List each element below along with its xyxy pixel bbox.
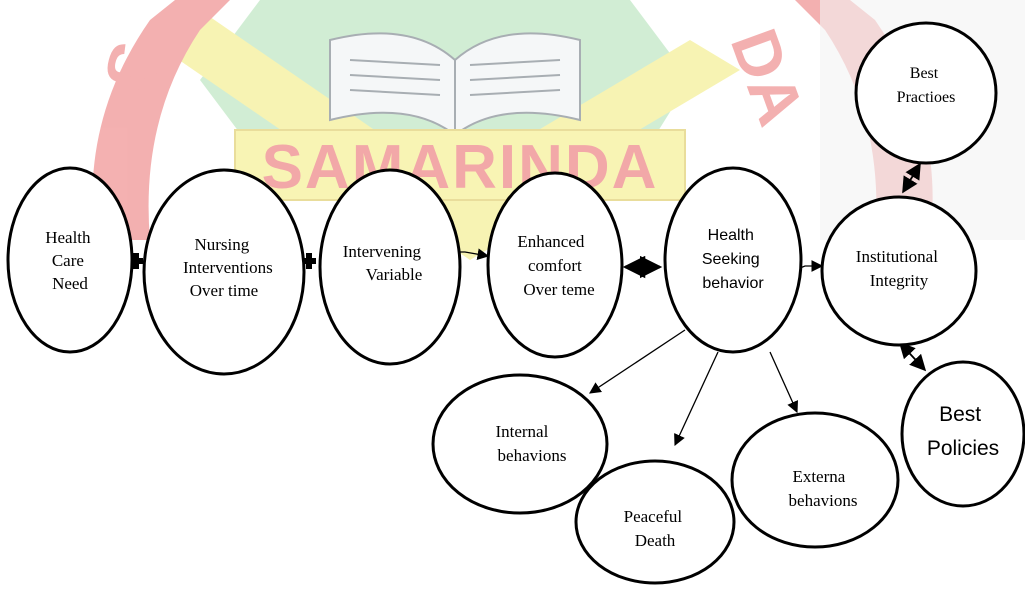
svg-text:Health Seeking beh: Health Seeking behavior	[702, 227, 765, 292]
node-label: Integrity	[870, 271, 929, 290]
svg-text:Nursing Interventions: Nursing Interventions Over time	[183, 235, 277, 300]
node-label: Policies	[927, 437, 999, 460]
arrow-health-to-peaceful	[674, 351, 719, 447]
node-institutional-integrity: Institutional Integrity	[820, 195, 978, 347]
node-label: behavions	[498, 446, 567, 465]
svg-text:Health Care Need: Health Care Need	[45, 228, 95, 293]
node-label: Health	[45, 228, 91, 247]
node-peaceful-death: Peaceful Death	[574, 459, 736, 585]
node-label: Peaceful	[624, 507, 683, 526]
node-label: Best	[939, 403, 981, 426]
node-label: Enhanced	[517, 232, 585, 251]
svg-text:Peaceful Death: Peaceful Death	[624, 507, 687, 550]
connectors	[129, 162, 927, 447]
node-label: Best	[910, 65, 939, 82]
plus-connector-2	[302, 253, 316, 269]
node-label: Need	[52, 274, 88, 293]
svg-text:Best Policies: Best Policies	[927, 403, 999, 460]
watermark-right-letters: DA	[717, 19, 819, 134]
arrow-institutional-best-practices	[902, 162, 921, 194]
node-label: Over teme	[523, 280, 594, 299]
node-label: Intervening	[343, 242, 422, 261]
node-label: Health	[708, 227, 754, 244]
node-label: Internal	[495, 422, 548, 441]
node-label: Variable	[366, 265, 423, 284]
watermark-samarinda: SAMARINDA	[262, 133, 659, 202]
arrow-institutional-best-policies	[898, 341, 927, 372]
node-label: Practioes	[897, 89, 956, 106]
node-nursing-interventions: Nursing Interventions Over time	[142, 168, 306, 376]
node-enhanced-comfort: Enhanced comfort Over teme	[486, 171, 624, 359]
svg-text:Enhanced comfort O: Enhanced comfort Over teme	[517, 232, 594, 299]
node-health-seeking-behavior: Health Seeking behavior	[663, 166, 803, 354]
node-best-practices: Best Practioes	[854, 21, 998, 165]
open-book-icon	[329, 32, 581, 137]
node-label: Institutional	[856, 247, 938, 266]
node-label: Over time	[190, 281, 258, 300]
arrow-health-to-external	[769, 351, 799, 414]
svg-text:Intervening Variable: Intervening Variable	[343, 242, 426, 284]
node-external-behaviors: Externa behavions	[730, 411, 900, 549]
node-label: Death	[635, 531, 676, 550]
node-label: Seeking	[702, 251, 760, 268]
node-label: Nursing	[194, 235, 249, 254]
svg-text:Institutional Integrity: Institutional Integrity	[856, 247, 942, 290]
node-intervening-variable: Intervening Variable	[318, 168, 462, 366]
node-label: Externa	[792, 467, 845, 486]
node-health-care-need: Health Care Need	[6, 166, 134, 354]
arrow-health-to-internal	[589, 329, 686, 394]
node-internal-behaviors: Internal behavions	[431, 373, 609, 515]
node-label: behavions	[789, 491, 858, 510]
plus-connector-1	[129, 253, 143, 269]
node-label: comfort	[528, 256, 582, 275]
svg-text:Internal behavions: Internal behavions	[495, 422, 566, 465]
node-label: Interventions	[183, 258, 273, 277]
arrow-intervening-to-enhanced	[460, 248, 490, 260]
svg-text:Externa behavions: Externa behavions	[789, 467, 858, 510]
svg-text:Best Practioes: Best Practioes	[897, 65, 956, 106]
node-label: behavior	[702, 275, 764, 292]
node-best-policies: Best Policies	[900, 360, 1025, 508]
node-label: Care	[52, 251, 84, 270]
